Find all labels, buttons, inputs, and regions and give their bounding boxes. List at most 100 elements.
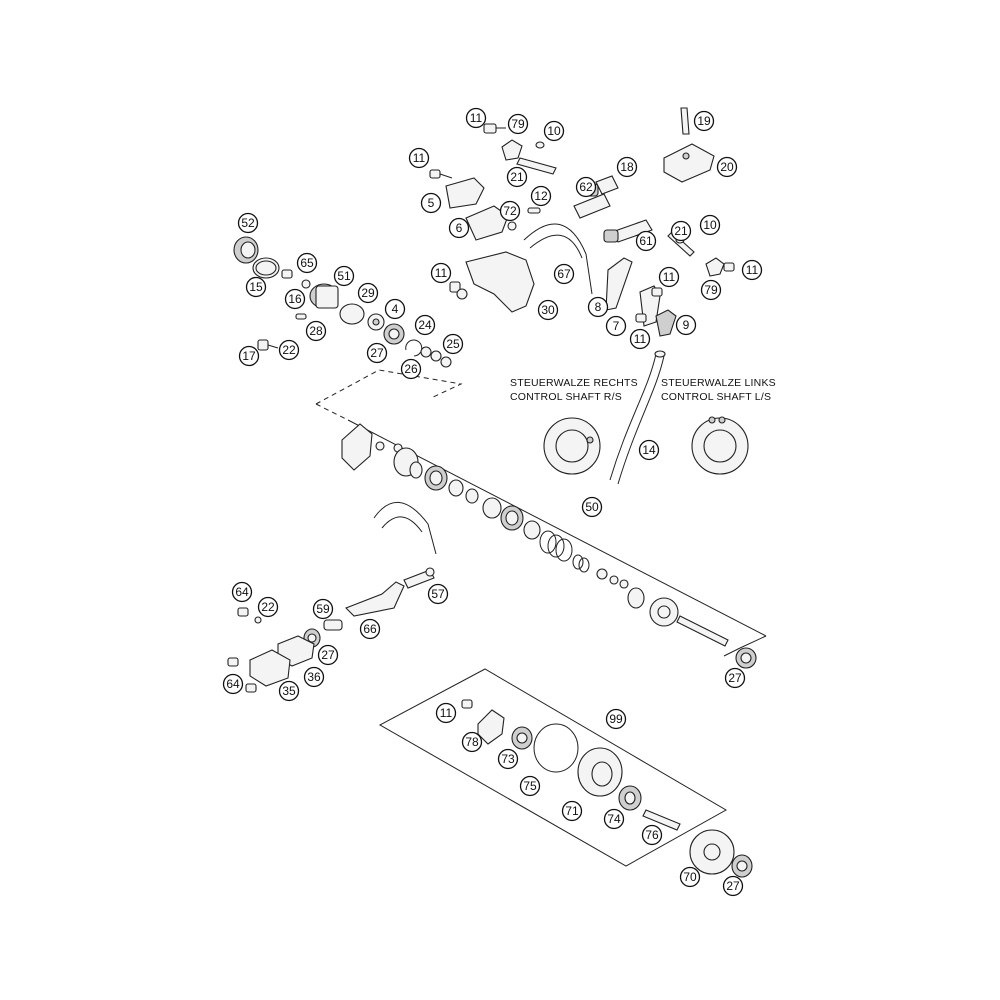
svg-text:35: 35 bbox=[282, 684, 296, 698]
group-frame-left bbox=[315, 403, 349, 421]
svg-text:64: 64 bbox=[226, 677, 240, 691]
bushing-part bbox=[323, 619, 343, 631]
washer-part bbox=[609, 575, 619, 585]
part-callout: 30 bbox=[537, 299, 559, 321]
oring-part bbox=[339, 303, 365, 325]
part-callout: 74 bbox=[603, 808, 625, 830]
part-callout: 28 bbox=[305, 320, 327, 342]
shift-plate-part bbox=[465, 251, 535, 313]
part-callout: 29 bbox=[357, 282, 379, 304]
washer-part bbox=[375, 441, 385, 451]
washer-part bbox=[430, 350, 442, 362]
shaft-part bbox=[676, 615, 729, 647]
part-callout: 11 bbox=[465, 107, 487, 129]
pin-part bbox=[680, 107, 690, 135]
part-callout: 65 bbox=[296, 252, 318, 274]
part-callout: 79 bbox=[507, 113, 529, 135]
svg-text:79: 79 bbox=[704, 283, 718, 297]
washer-part bbox=[440, 356, 452, 368]
svg-text:18: 18 bbox=[620, 160, 634, 174]
washer-part bbox=[627, 587, 645, 609]
ring-part bbox=[252, 257, 280, 279]
svg-text:27: 27 bbox=[370, 346, 384, 360]
part-callout: 11 bbox=[435, 702, 457, 724]
part-callout: 10 bbox=[699, 214, 721, 236]
control-shaft-gear-left bbox=[691, 416, 749, 475]
washer-part bbox=[523, 520, 541, 540]
svg-text:11: 11 bbox=[663, 270, 676, 284]
shaft-hub-part bbox=[393, 447, 423, 479]
svg-text:11: 11 bbox=[435, 266, 448, 280]
svg-text:5: 5 bbox=[428, 196, 435, 210]
part-callout: 18 bbox=[616, 156, 638, 178]
part-callout: 50 bbox=[581, 496, 603, 518]
svg-text:78: 78 bbox=[465, 735, 479, 749]
bolt-part bbox=[449, 281, 461, 293]
washer-part bbox=[465, 488, 479, 504]
svg-text:67: 67 bbox=[557, 267, 571, 281]
svg-text:52: 52 bbox=[241, 216, 255, 230]
part-callout: 4 bbox=[384, 298, 406, 320]
part-callout: 78 bbox=[461, 731, 483, 753]
part-callout: 62 bbox=[575, 176, 597, 198]
svg-text:17: 17 bbox=[242, 349, 256, 363]
svg-text:4: 4 bbox=[392, 302, 399, 316]
part-callout: 70 bbox=[679, 866, 701, 888]
spring-part bbox=[572, 554, 590, 573]
washer-part bbox=[254, 616, 262, 624]
part-callout: 5 bbox=[420, 192, 442, 214]
bearing-part bbox=[511, 726, 533, 750]
part-callout: 27 bbox=[366, 342, 388, 364]
part-callout: 99 bbox=[605, 708, 627, 730]
washer-part bbox=[596, 568, 608, 580]
bolt-part bbox=[281, 269, 293, 279]
part-callout: 25 bbox=[442, 333, 464, 355]
svg-text:22: 22 bbox=[282, 343, 296, 357]
part-callout: 64 bbox=[222, 673, 244, 695]
svg-text:16: 16 bbox=[288, 292, 302, 306]
part-callout: 27 bbox=[317, 644, 339, 666]
svg-text:11: 11 bbox=[440, 706, 453, 720]
nut-part bbox=[233, 236, 259, 264]
part-callout: 7 bbox=[605, 315, 627, 337]
part-callout: 8 bbox=[587, 296, 609, 318]
svg-text:21: 21 bbox=[674, 224, 688, 238]
bearing-part bbox=[424, 465, 448, 491]
svg-text:25: 25 bbox=[446, 337, 460, 351]
group-frame-99 bbox=[378, 668, 728, 867]
part-callout: 66 bbox=[359, 618, 381, 640]
shaft-part bbox=[516, 157, 557, 175]
impeller-part bbox=[341, 423, 373, 471]
svg-text:30: 30 bbox=[541, 303, 555, 317]
svg-text:71: 71 bbox=[565, 804, 579, 818]
circlip-part bbox=[405, 339, 423, 357]
pin-part bbox=[295, 313, 307, 320]
bolt-part bbox=[651, 287, 663, 297]
bolt-part bbox=[237, 607, 249, 617]
part-callout: 61 bbox=[635, 230, 657, 252]
spring-bracket-part bbox=[523, 223, 593, 295]
part-callout: 6 bbox=[448, 217, 470, 239]
svg-text:11: 11 bbox=[470, 111, 483, 125]
clip-part bbox=[663, 143, 715, 183]
svg-text:61: 61 bbox=[639, 234, 653, 248]
part-callout: 22 bbox=[257, 596, 279, 618]
part-callout: 35 bbox=[278, 680, 300, 702]
impeller-part bbox=[477, 709, 505, 745]
part-callout: 11 bbox=[658, 266, 680, 288]
hose-part bbox=[609, 350, 666, 485]
svg-text:15: 15 bbox=[249, 280, 263, 294]
svg-text:36: 36 bbox=[307, 670, 321, 684]
control-shaft-gear-right bbox=[543, 417, 601, 475]
washer-part bbox=[420, 346, 432, 358]
part-callout: 51 bbox=[333, 265, 355, 287]
oring-part bbox=[535, 141, 545, 149]
svg-text:20: 20 bbox=[720, 160, 734, 174]
part-callout: 19 bbox=[693, 110, 715, 132]
caption-control-shaft-left-en: CONTROL SHAFT L/S bbox=[661, 391, 771, 403]
svg-text:11: 11 bbox=[746, 263, 759, 277]
washer-part bbox=[482, 497, 502, 519]
group-frame-50-right bbox=[739, 635, 767, 649]
part-callout: 36 bbox=[303, 666, 325, 688]
